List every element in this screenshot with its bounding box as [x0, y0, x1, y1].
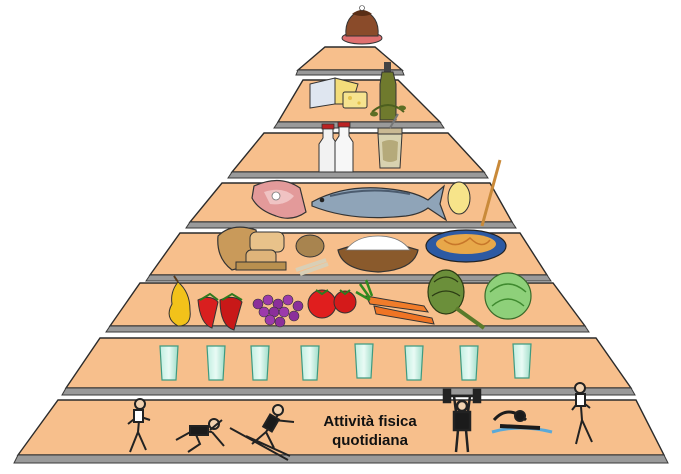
cabbage-icon [485, 273, 531, 319]
water-glass-icon [355, 344, 373, 378]
water-glass-icon [160, 346, 178, 380]
water-glass-icon [207, 346, 225, 380]
activity-label: Attività fisica quotidiana [300, 412, 440, 450]
tier-3 [228, 133, 488, 178]
water-glass-icon [513, 344, 531, 378]
bread-icon [218, 227, 286, 270]
cake-icon [342, 6, 382, 45]
water-glass-icon [405, 346, 423, 380]
egg-icon [448, 182, 470, 214]
water-glass-icon [251, 346, 269, 380]
water-glass-icon [301, 346, 319, 380]
activity-label-line1: Attività fisica [300, 412, 440, 431]
milk-bottle-icon [319, 122, 353, 172]
water-glass-icon [460, 346, 478, 380]
activity-label-line2: quotidiana [300, 431, 440, 450]
tier-7 [62, 338, 635, 395]
